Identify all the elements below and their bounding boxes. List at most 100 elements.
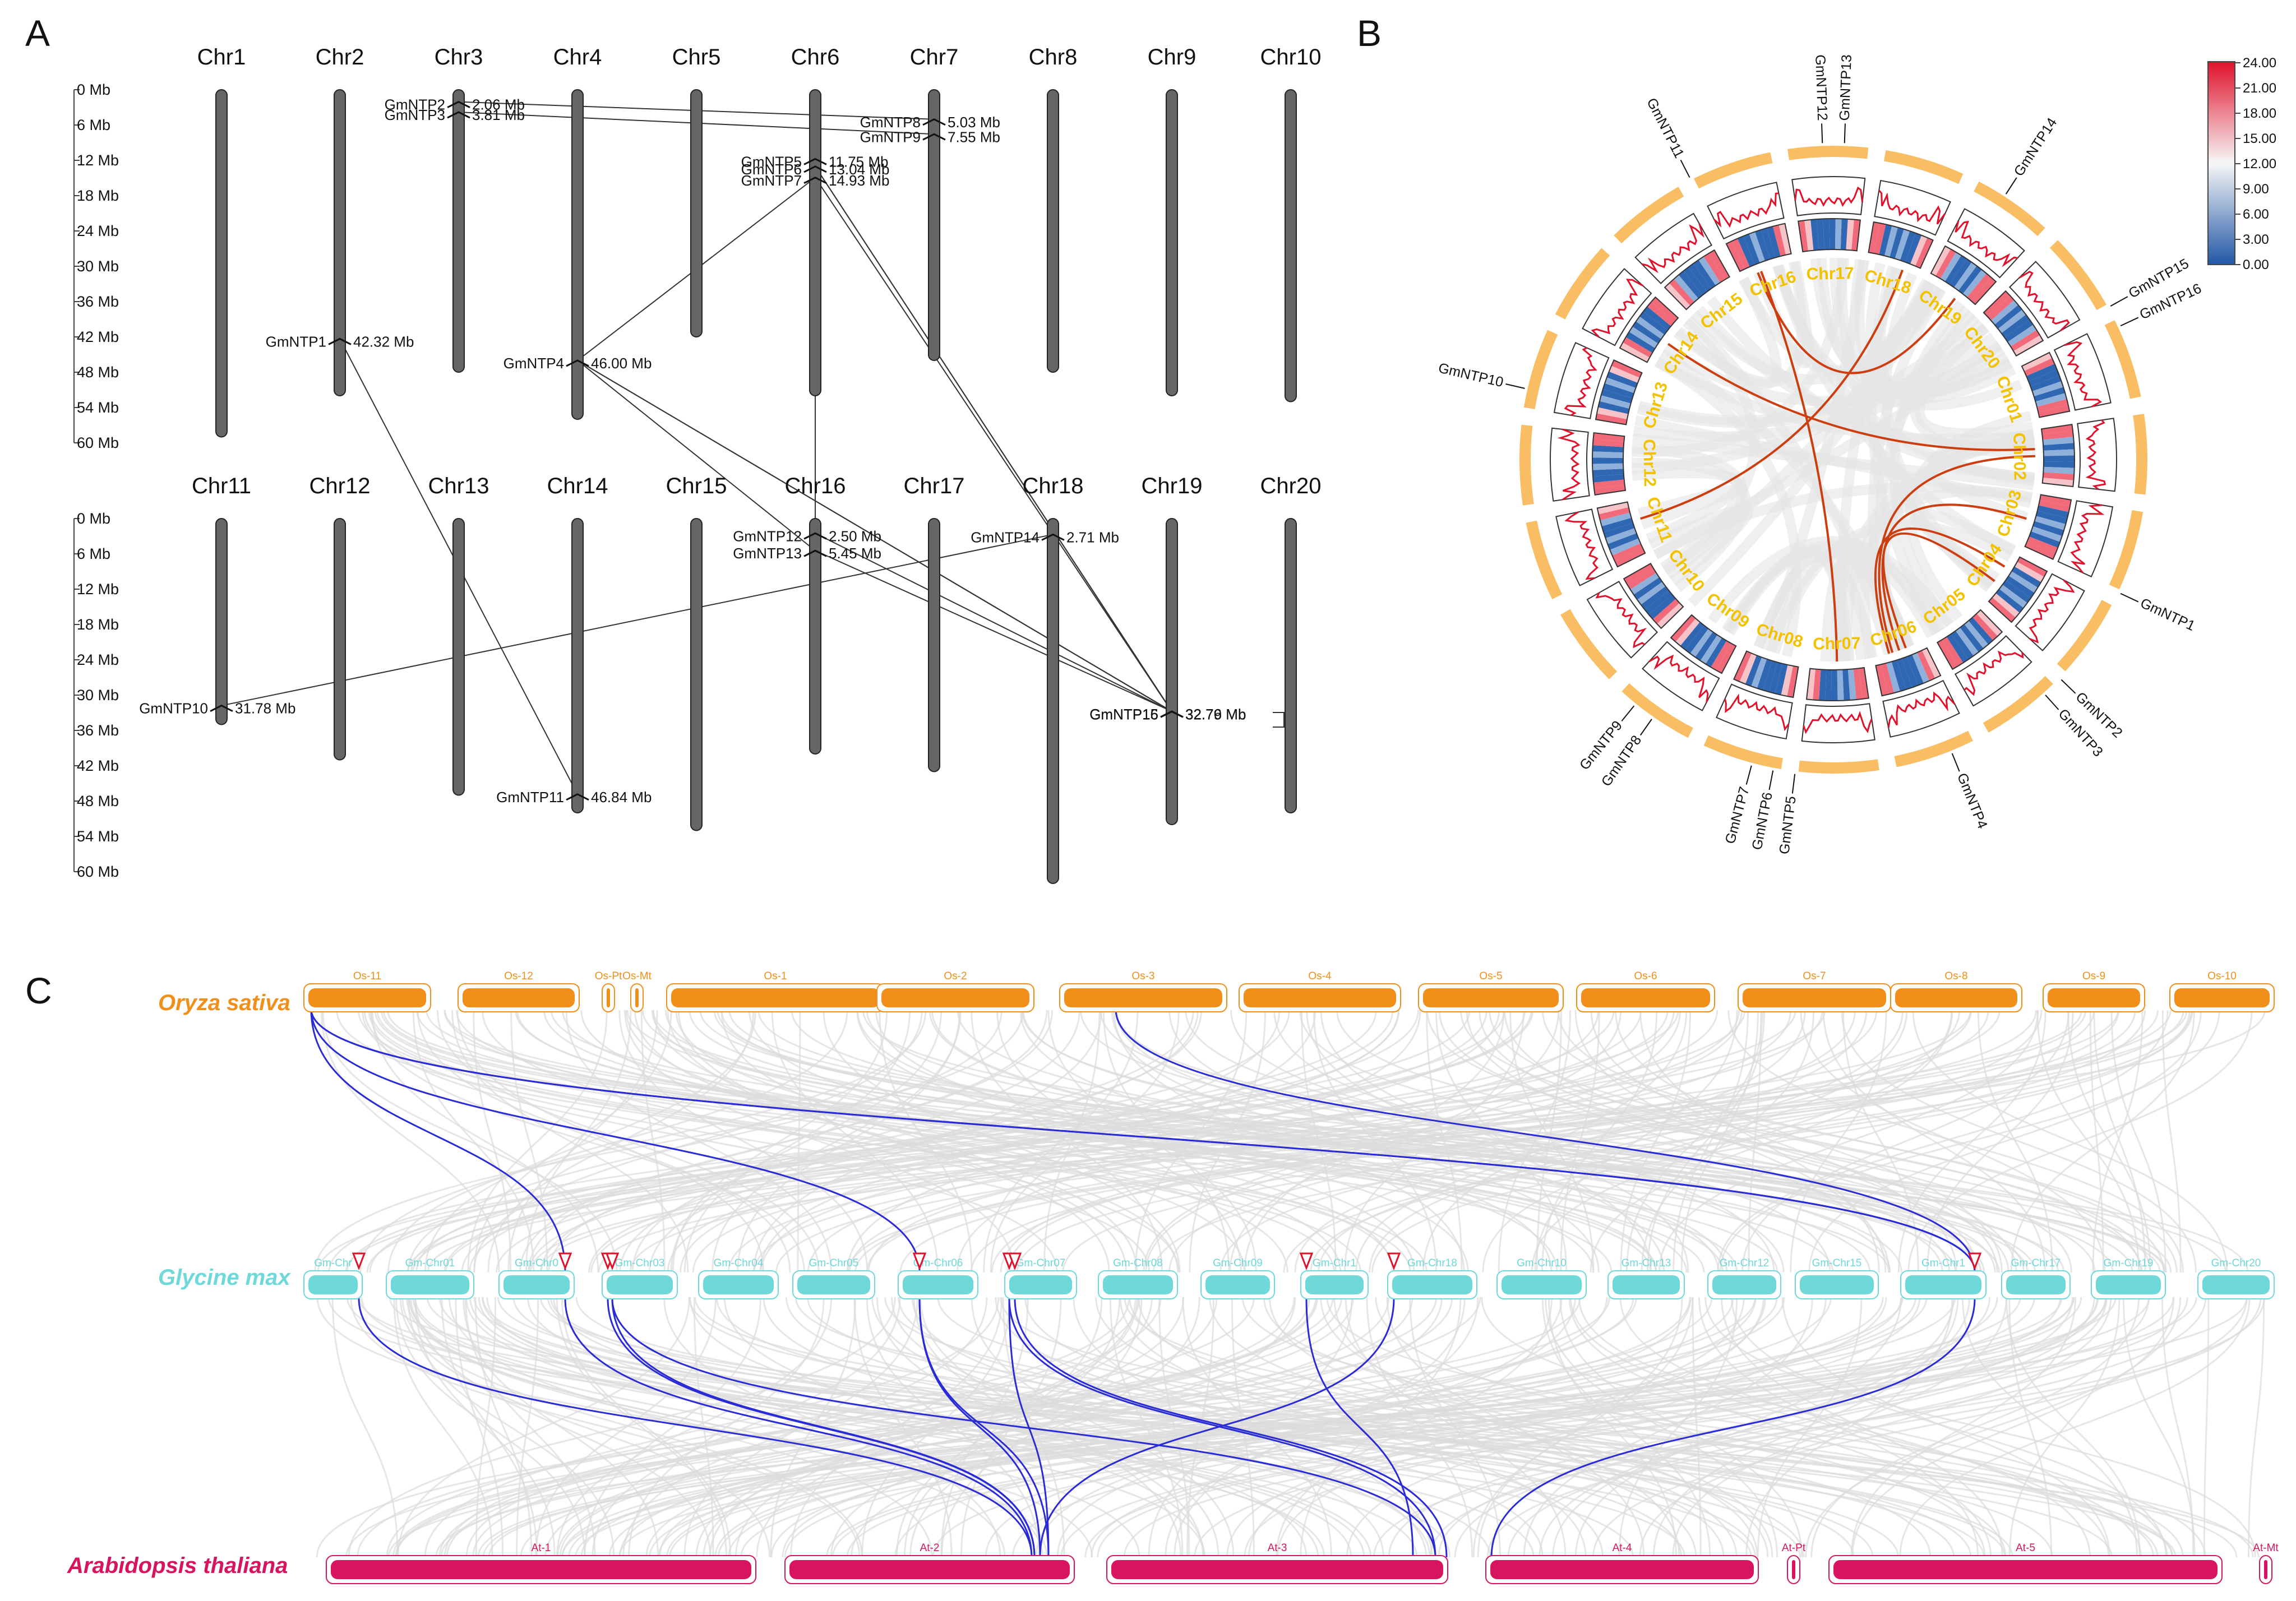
- gene-label: GmNTP12: [1812, 54, 1830, 144]
- gene-density-cell: [1731, 238, 1750, 269]
- background-link: [866, 1010, 1902, 1273]
- background-link: [320, 1010, 500, 1273]
- at-chromosome: At-4: [1485, 1542, 1759, 1584]
- gene-density-cell: [1693, 260, 1716, 289]
- gene-leader: [1768, 770, 1774, 790]
- gene-density-cell: [1829, 219, 1836, 250]
- gene-density-cell: [2008, 571, 2038, 593]
- chromosome-label: Gm-Chr1: [1313, 1257, 1356, 1269]
- chromosome-body: [2006, 1275, 2066, 1294]
- chromosome-body: [1743, 988, 1886, 1007]
- background-link: [1409, 1297, 1501, 1558]
- gm-chromosome: Gm-Chr05: [792, 1257, 875, 1299]
- chromosome-label: Os-1: [764, 970, 787, 982]
- gene-density-cell: [1680, 622, 1704, 650]
- gm-chromosome: Gm-Chr1: [1300, 1257, 1369, 1299]
- chromosome-body: [1009, 1275, 1072, 1294]
- background-link: [561, 1297, 2150, 1558]
- duplication-link: [577, 360, 816, 552]
- chromosome-ideogram: [1519, 424, 1534, 506]
- os-chromosome: Os-2: [876, 970, 1034, 1012]
- scale-label: 18 Mb: [77, 616, 119, 633]
- species-label-oryza: Oryza sativa: [158, 991, 290, 1015]
- gene-density-cell: [1734, 651, 1752, 682]
- gene-position: 46.84 Mb: [591, 789, 652, 806]
- gene-density-cell: [1605, 528, 1637, 544]
- density-line: [2064, 341, 2102, 408]
- gm-chromosome: Gm-Chr08: [1098, 1257, 1178, 1299]
- gene-leader: [2110, 296, 2128, 307]
- background-link: [322, 1010, 618, 1273]
- gene-density-cell: [1636, 316, 1665, 339]
- density-line: [2070, 504, 2105, 573]
- background-link: [1318, 1010, 2043, 1273]
- background-link: [1226, 1297, 1766, 1558]
- chromosome-label: Gm-Chr1: [1921, 1257, 1965, 1269]
- background-link: [618, 1297, 1453, 1558]
- os-chromosome: Os-11: [303, 970, 431, 1012]
- chromosome-ideogram: [1787, 146, 1869, 160]
- background-link: [618, 1297, 2197, 1558]
- density-track-frame: [1791, 176, 1866, 216]
- tandem-bracket: [1273, 711, 1285, 728]
- chromosome-label: Chr6: [791, 45, 840, 70]
- gene-name: GmNTP1: [266, 333, 326, 350]
- chromosome-bar: [334, 518, 346, 761]
- chromosome-label: Gm-Chr07: [1016, 1257, 1066, 1269]
- gene-density-cell: [1767, 226, 1781, 258]
- background-link: [1426, 1010, 1463, 1273]
- gene-density-cell: [1853, 668, 1863, 700]
- background-link: [2092, 1010, 2143, 1273]
- density-track-frame: [2053, 333, 2112, 411]
- colorbar-label: 9.00: [2243, 182, 2269, 197]
- density-track-frame: [1716, 683, 1793, 740]
- gene-label: GmNTP11: [1643, 95, 1690, 178]
- gene-density-cell: [1675, 618, 1700, 646]
- density-line: [1564, 511, 1599, 580]
- duplication-link: [815, 177, 1172, 712]
- density-line: [1724, 693, 1790, 732]
- chromosome-label: Gm-Chr04: [714, 1257, 764, 1269]
- gene-density-cell: [1987, 295, 2015, 321]
- collinear-link: [1008, 1298, 1436, 1558]
- gene-name: GmNTP9: [860, 128, 921, 145]
- chromosome-body: [1064, 988, 1222, 1007]
- gm-chromosome: Gm-Chr10: [1496, 1257, 1587, 1299]
- background-link: [2067, 1010, 2151, 1273]
- chromosome-ideogram: [1523, 330, 1558, 409]
- chromosome-label: At-4: [1613, 1542, 1632, 1554]
- gene-density-cell: [1874, 223, 1886, 255]
- gene-density-cell: [1593, 433, 1625, 442]
- heatmap-frame: [1868, 221, 1934, 269]
- scale-label: 36 Mb: [77, 722, 119, 739]
- chromosome-bar: [690, 89, 703, 337]
- background-link: [853, 1297, 953, 1558]
- gene-density-cell: [1951, 631, 1974, 660]
- chromosome-body: [2264, 1560, 2267, 1579]
- gene-name: GmNTP1: [2138, 595, 2197, 634]
- segmental-duplication-links: [221, 101, 1285, 795]
- gene-name: GmNTP10: [1437, 360, 1505, 390]
- gene-density-cell: [1739, 653, 1757, 684]
- scale-label: 60 Mb: [77, 863, 119, 880]
- background-link: [328, 1010, 1471, 1273]
- chromosome-bar: [571, 89, 584, 420]
- background-link: [331, 1297, 399, 1558]
- ntp-gene-marker: [352, 1252, 366, 1271]
- collinear-link: [310, 1008, 566, 1272]
- gene-density-cell: [1612, 543, 1643, 562]
- background-link: [327, 1297, 1685, 1558]
- heatmap-frame: [1725, 223, 1792, 272]
- chromosome-segment: Chr20: [1960, 240, 2106, 372]
- colorbar-label: 18.00: [2243, 106, 2276, 121]
- panel-label-c: C: [25, 970, 52, 1011]
- background-link: [1333, 1297, 1680, 1558]
- circos-chromosome-label: Chr12: [1639, 439, 1659, 487]
- gene-density-cell: [2042, 478, 2074, 487]
- gm-chromosome: Gm-Chr0: [498, 1257, 575, 1299]
- background-link: [2008, 1297, 2053, 1558]
- background-link: [1346, 1297, 1827, 1558]
- gene-density-cell: [1597, 502, 1629, 515]
